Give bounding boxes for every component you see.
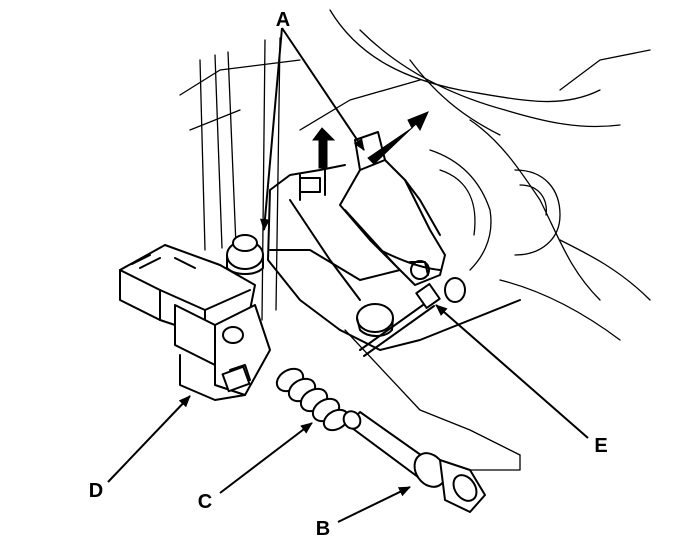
pushrod-clip <box>415 283 441 309</box>
leader-d <box>107 395 191 483</box>
pushrod <box>359 283 441 357</box>
switch-plunger <box>342 410 486 513</box>
pedal-arm <box>339 131 466 303</box>
switch-mount-hole <box>356 303 394 337</box>
connector-hole <box>222 326 244 344</box>
callout-e: E <box>594 435 607 457</box>
movement-arrows <box>312 111 429 169</box>
switch-connector <box>119 244 271 401</box>
firewall-background <box>179 9 651 341</box>
leader-a-bracket <box>259 27 283 231</box>
callout-b: B <box>316 518 330 540</box>
callout-c: C <box>198 491 212 513</box>
bracket-slot <box>299 177 321 193</box>
up-arrow-icon <box>312 127 336 169</box>
connector-terminal <box>221 365 251 393</box>
direction-arrow-icon <box>367 111 429 165</box>
spring <box>275 367 350 432</box>
leader-c <box>219 422 313 494</box>
leader-b <box>337 486 411 523</box>
leader-a-pedal <box>281 27 365 151</box>
callout-d: D <box>89 480 103 502</box>
bushing <box>226 234 264 275</box>
leader-e <box>435 304 589 439</box>
callout-a: A <box>276 9 290 31</box>
